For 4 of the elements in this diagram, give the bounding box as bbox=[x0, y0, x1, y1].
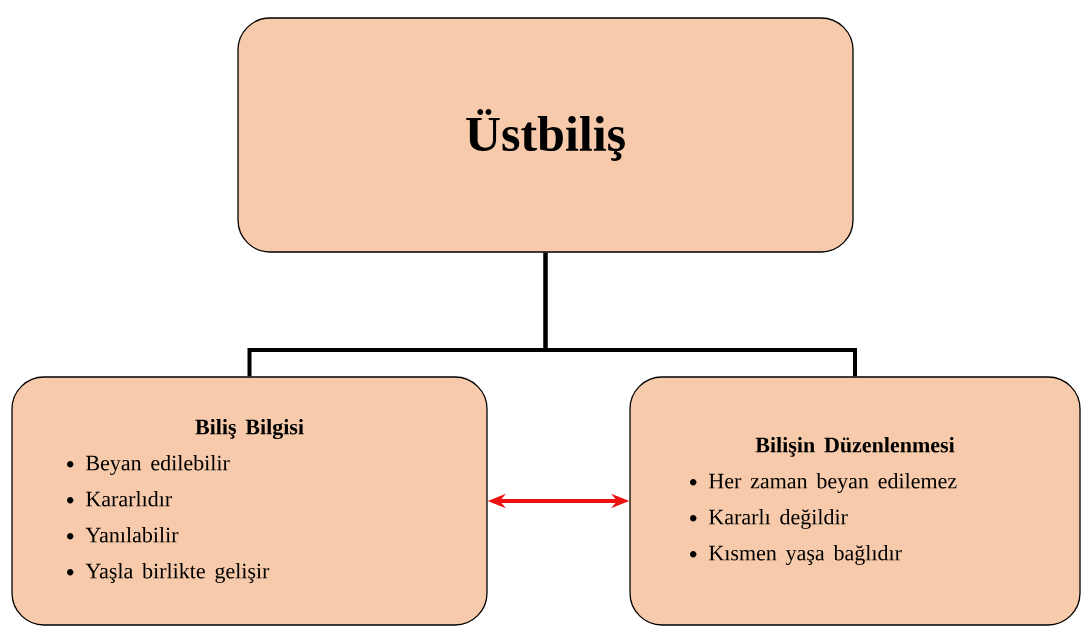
process-box: Biliş Bilgisi Beyan edilebilir Kararlıdır Yanılabilir Yaşla birlikte gelişir bbox=[11, 376, 488, 626]
process-box: Bilişin Düzenlenmesi Her zaman beyan edilemez Kararlı değildir Kısmen yaşa bağlıdır bbox=[629, 376, 1081, 626]
connector-line bbox=[543, 252, 857, 377]
process-box: Üstbiliş bbox=[237, 17, 854, 253]
